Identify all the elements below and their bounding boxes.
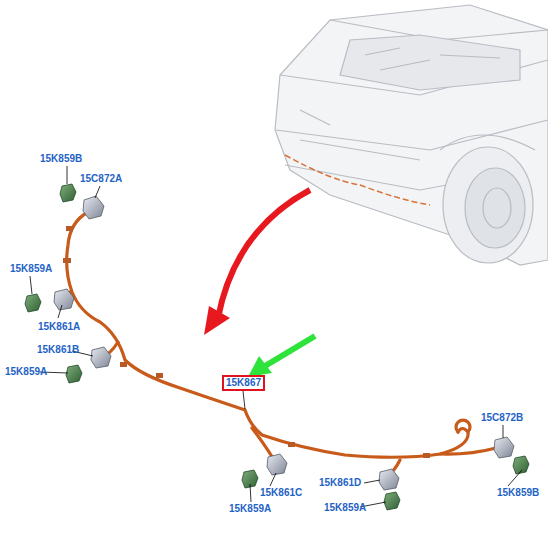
part-number: 15K859B: [497, 487, 539, 499]
part-number: 15K861B: [37, 344, 79, 356]
part-number: 15K861D: [319, 477, 361, 489]
part-number: 15K859A: [10, 263, 52, 275]
part-number: 15K859A: [324, 502, 366, 514]
sensor-bezel: [25, 184, 529, 510]
part-number-box: 15K867: [222, 375, 265, 391]
part-number: 15C872B: [481, 412, 523, 424]
part-number: 15K859A: [5, 366, 47, 378]
leader-line: [30, 166, 522, 507]
part-number: 15K861C: [260, 487, 302, 499]
part-number: 15K861A: [38, 321, 80, 333]
part-number: 15K859A: [229, 503, 271, 515]
harness-clip: [63, 226, 430, 458]
vehicle-outline: [275, 5, 548, 265]
pointer-arrow: [218, 190, 310, 318]
parking-sensor: [54, 196, 514, 490]
part-number: 15K867: [226, 377, 261, 389]
pointer-arrow: [265, 336, 315, 366]
part-number: 15K859B: [40, 153, 82, 165]
part-number: 15C872A: [80, 173, 122, 185]
wiring-harness: [62, 212, 496, 476]
